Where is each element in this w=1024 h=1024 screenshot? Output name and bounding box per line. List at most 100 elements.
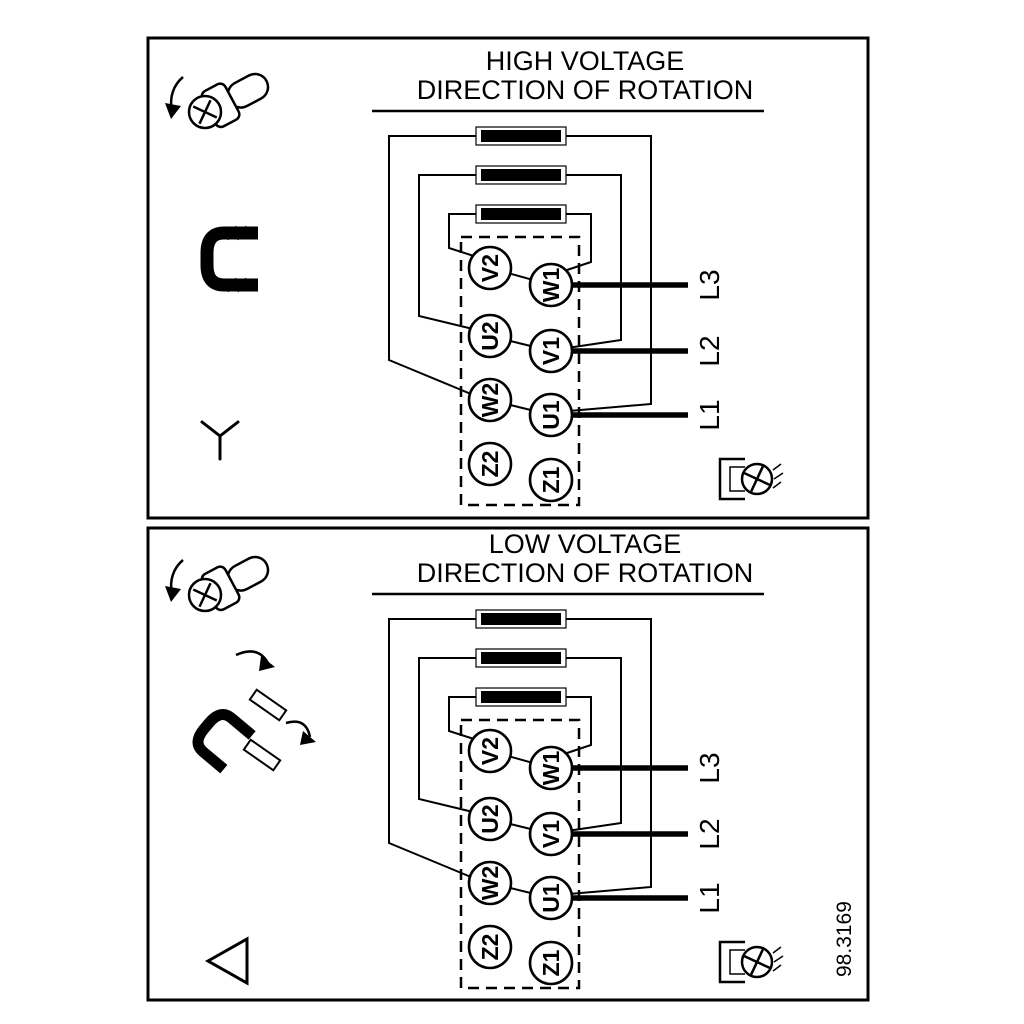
delta-symbol <box>204 936 249 986</box>
wire <box>561 135 652 412</box>
rotation-arrowhead <box>165 103 181 119</box>
terminal-v2 <box>467 245 513 291</box>
terminal-w1 <box>528 745 574 791</box>
bridge-shape <box>200 226 258 292</box>
jumper-links-spread-icon <box>192 650 316 774</box>
supply-lines: L3 L2 L1 <box>551 269 725 431</box>
supply-line-label: L1 <box>694 399 725 430</box>
pull-arrowhead <box>300 731 316 745</box>
phillips-cross <box>743 948 771 976</box>
wire <box>561 657 622 832</box>
terminal-v2 <box>467 728 513 774</box>
ground-bracket-inner <box>729 949 745 975</box>
terminal-w2 <box>467 860 513 906</box>
terminal-label: U2 <box>477 804 503 833</box>
terminal-v1 <box>528 811 574 857</box>
terminal-label: U1 <box>538 883 564 913</box>
link-bar <box>481 169 561 181</box>
terminal-z2 <box>467 924 513 970</box>
loose-link <box>248 688 288 722</box>
terminal-v1 <box>528 328 574 374</box>
figure-number: 98.3169 <box>833 901 856 977</box>
phillips-cross <box>743 465 771 493</box>
terminal-label: V1 <box>538 820 564 848</box>
bridge-hatch <box>227 225 247 293</box>
terminal-label: V2 <box>477 737 503 765</box>
wire <box>448 696 481 741</box>
terminal-u2 <box>467 313 513 359</box>
phillips-cross <box>192 582 218 608</box>
link-bar <box>481 652 561 664</box>
ground-hatch <box>772 463 784 489</box>
terminal-label: Z1 <box>538 949 564 976</box>
phillips-cross <box>192 99 218 125</box>
link-bar <box>481 208 561 220</box>
terminal-label: V2 <box>477 254 503 282</box>
wire <box>561 213 592 272</box>
star-symbol <box>200 420 240 461</box>
ground-screw-icon <box>718 940 784 984</box>
link-wires <box>388 618 652 899</box>
terminal-label: U2 <box>477 321 503 350</box>
wire <box>418 657 481 813</box>
pull-arrow <box>285 720 312 738</box>
screw-rotation-icon <box>165 72 270 130</box>
terminal-w2 <box>467 377 513 423</box>
terminal-z1 <box>528 940 574 986</box>
supply-line-label: L1 <box>694 882 725 913</box>
panel-title: LOW VOLTAGE <box>489 529 682 559</box>
terminal-u1 <box>528 392 574 438</box>
supply-line-label: L3 <box>694 752 725 783</box>
terminal-label: V1 <box>538 337 564 365</box>
link-bar <box>481 691 561 703</box>
terminal-label: W2 <box>477 383 503 418</box>
terminal-label: Z2 <box>477 451 503 478</box>
wire <box>561 696 592 755</box>
terminal-u1 <box>528 875 574 921</box>
panel-high-voltage: HIGH VOLTAGE DIRECTION OF ROTATION L3 L2… <box>165 46 784 507</box>
terminal-w1 <box>528 262 574 308</box>
panel-subtitle: DIRECTION OF ROTATION <box>417 75 754 105</box>
supply-lines: L3 L2 L1 <box>551 752 725 914</box>
wire <box>418 174 481 330</box>
terminal-label: W1 <box>538 751 564 786</box>
terminal-label: Z1 <box>538 466 564 493</box>
terminal-label: W1 <box>538 268 564 303</box>
ground-bracket <box>718 457 745 501</box>
terminals: V2 U2 W2 Z2 W1 V1 U1 Z1 <box>467 728 574 986</box>
ground-hatch <box>772 946 784 972</box>
terminal-z2 <box>467 441 513 487</box>
screw-rotation-icon <box>165 555 270 613</box>
supply-line-label: L3 <box>694 269 725 300</box>
supply-line-label: L2 <box>694 818 725 849</box>
terminal-label: Z2 <box>477 934 503 961</box>
terminal-label: U1 <box>538 400 564 430</box>
wire <box>561 618 652 895</box>
loose-link <box>242 738 282 772</box>
ground-bracket <box>718 940 745 984</box>
terminal-board <box>459 235 581 507</box>
panel-subtitle: DIRECTION OF ROTATION <box>417 558 754 588</box>
terminal-u2 <box>467 796 513 842</box>
pull-arrowhead <box>259 656 275 671</box>
link-bar <box>481 130 561 142</box>
rotation-arrowhead <box>165 586 181 602</box>
link-bar <box>481 613 561 625</box>
terminal-z1 <box>528 457 574 503</box>
wire <box>561 174 622 349</box>
terminal-link-bars <box>475 126 567 224</box>
ground-screw-icon <box>718 457 784 501</box>
terminal-label: W2 <box>477 866 503 901</box>
panel-title: HIGH VOLTAGE <box>486 46 685 76</box>
jumper-bridge-icon <box>200 225 258 293</box>
wire <box>448 213 481 258</box>
wire <box>388 618 481 878</box>
panel-low-voltage: LOW VOLTAGE DIRECTION OF ROTATION L3 L2 … <box>165 529 784 990</box>
supply-line-label: L2 <box>694 335 725 366</box>
wire <box>388 135 481 395</box>
ground-bracket-inner <box>729 466 745 492</box>
terminal-board <box>459 718 581 990</box>
terminals: V2 U2 W2 Z2 W1 V1 U1 Z1 <box>467 245 574 503</box>
terminal-link-bars <box>475 609 567 707</box>
